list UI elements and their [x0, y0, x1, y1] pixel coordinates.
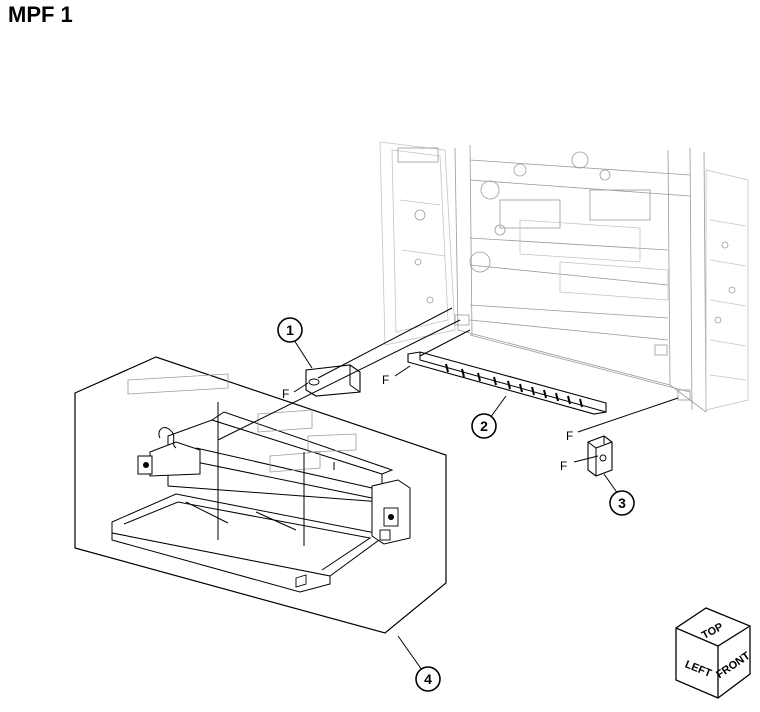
callout-3: 3 — [609, 490, 635, 516]
fastener-marker-3: F — [566, 429, 573, 443]
callout-4-label: 4 — [424, 671, 432, 687]
part-2-rail — [407, 351, 607, 415]
fastener-lines — [217, 307, 679, 463]
part-4-frame — [74, 356, 447, 634]
fastener-marker-2: F — [382, 373, 389, 387]
part-4-mpf-assembly — [111, 373, 411, 593]
part-1-bracket — [305, 364, 361, 397]
callout-3-label: 3 — [618, 495, 626, 511]
fastener-marker-4: F — [560, 459, 567, 473]
fastener-marker-1: F — [282, 387, 289, 401]
callout-1: 1 — [277, 317, 303, 343]
callout-2: 2 — [471, 413, 497, 439]
part-3-block — [587, 435, 613, 477]
page-title: MPF 1 — [8, 2, 73, 27]
callout-1-label: 1 — [286, 322, 294, 338]
callout-2-label: 2 — [480, 418, 488, 434]
orientation-cube-icon: TOP LEFT FRONT — [675, 607, 753, 699]
printer-frame — [379, 141, 749, 413]
callout-leaders — [293, 339, 619, 671]
callout-4: 4 — [415, 666, 441, 692]
